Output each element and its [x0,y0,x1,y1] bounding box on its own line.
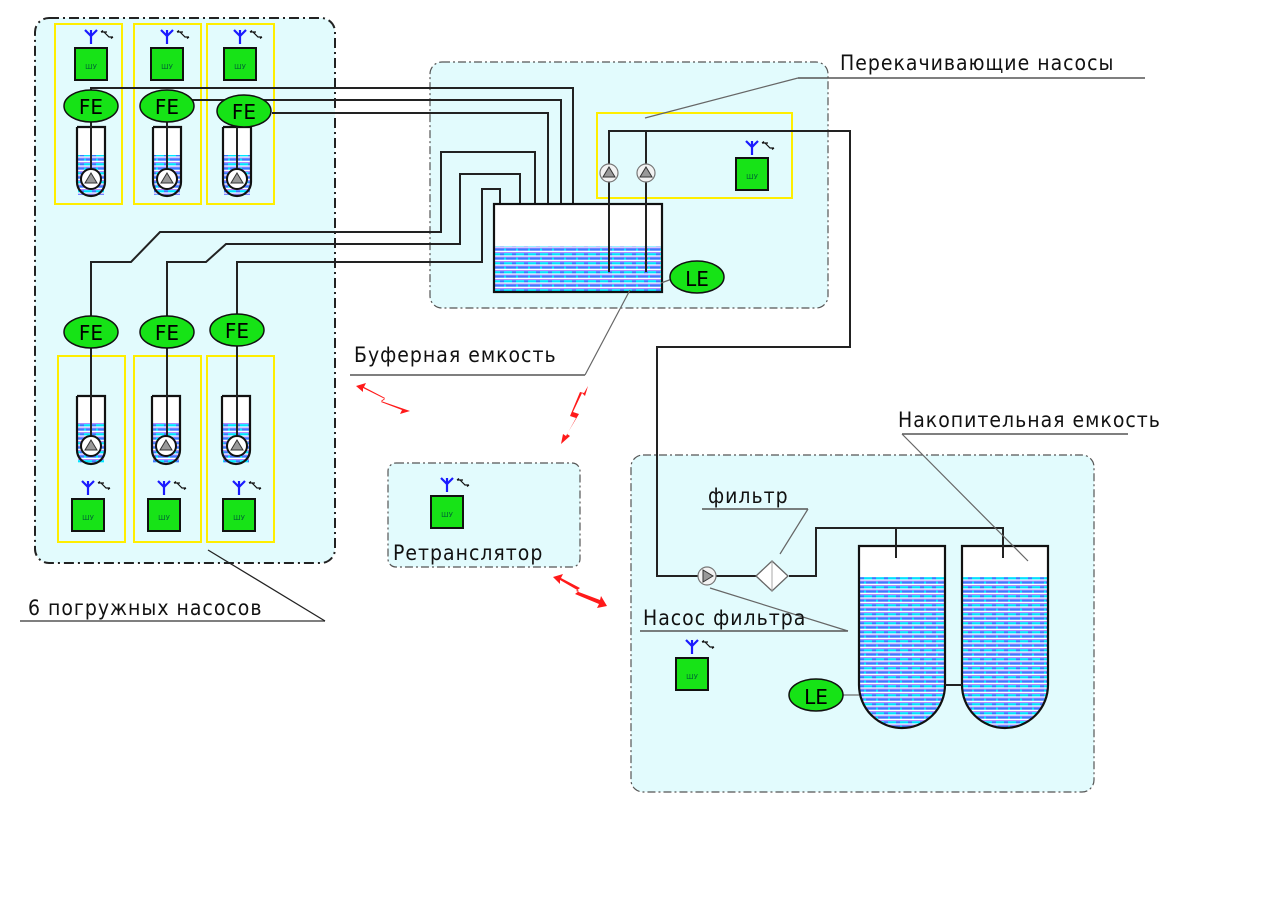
svg-text:LE: LE [685,267,709,291]
wireless-link-icon-1 [356,383,410,414]
svg-text:ШУ: ШУ [746,173,758,181]
submersible-unit-4: FE ШУ [63,315,119,532]
pump-group-1 [54,23,123,205]
flow-sensor [63,89,119,123]
svg-text:ШУ: ШУ [686,673,698,681]
flow-sensor [139,315,195,349]
level-sensor-buffer [669,260,725,294]
submersible-pump-icon [156,168,178,190]
label-buffer-tank: Буферная емкость [354,343,557,367]
well-tube [75,125,107,198]
submersible-pump-icon [80,168,102,190]
flow-sensor [139,89,195,123]
level-sensor-storage [788,678,844,712]
storage-tank-2 [960,544,1050,730]
svg-text:FE: FE [79,95,103,119]
svg-text:FE: FE [155,321,179,345]
submersible-unit-2: ШУ FE [139,28,195,198]
repeater-area [387,462,581,568]
buffer-tank-water [495,246,661,291]
submersible-pump-icon [226,435,248,457]
submersible-unit-1: ШУ FE [63,28,119,198]
well-tube [75,394,107,466]
svg-text:FE: FE [232,100,256,124]
svg-text:ШУ: ШУ [158,514,170,522]
flow-sensor [209,313,265,347]
svg-text:ШУ: ШУ [234,63,246,71]
svg-text:LE: LE [804,685,828,709]
label-filter-pump: Насос фильтра [643,606,806,630]
svg-text:ШУ: ШУ [85,63,97,71]
submersible-unit-3: ШУ FE [216,28,272,198]
label-submersible-pumps: 6 погружных насосов [28,596,262,620]
svg-text:FE: FE [225,319,249,343]
svg-text:FE: FE [79,321,103,345]
wireless-link-icon-3 [553,574,607,608]
well-tube [221,125,253,198]
label-transfer-pumps: Перекачивающие насосы [840,51,1114,75]
transfer-pump-2-icon [636,163,656,183]
label-repeater: Ретранслятор [393,541,543,565]
submersible-unit-5: FE ШУ [139,315,195,532]
svg-text:ШУ: ШУ [161,63,173,71]
well-tube [151,125,183,198]
submersible-pump-icon [155,435,177,457]
pump-group-2 [133,23,202,205]
submersible-pump-icon [80,435,102,457]
submersible-unit-6: FE ШУ [209,313,265,532]
svg-text:ШУ: ШУ [441,511,453,519]
pump-group-6 [206,355,275,543]
well-tube [150,394,182,466]
svg-text:FE: FE [155,95,179,119]
storage-tank-1 [857,544,947,730]
well-tube [220,394,252,466]
submersible-pumps-area [34,17,336,564]
label-filter: фильтр [708,484,789,508]
transfer-pump-1-icon [599,163,619,183]
submersible-pump-icon [226,168,248,190]
svg-text:ШУ: ШУ [233,514,245,522]
flow-sensor [216,94,272,128]
svg-text:ШУ: ШУ [82,514,94,522]
filter-pump-icon [697,566,717,586]
transfer-pumps-group [596,112,793,199]
wireless-link-icon-2 [561,386,588,444]
label-storage-tank: Накопительная емкость [898,408,1161,432]
flow-sensor [63,315,119,349]
